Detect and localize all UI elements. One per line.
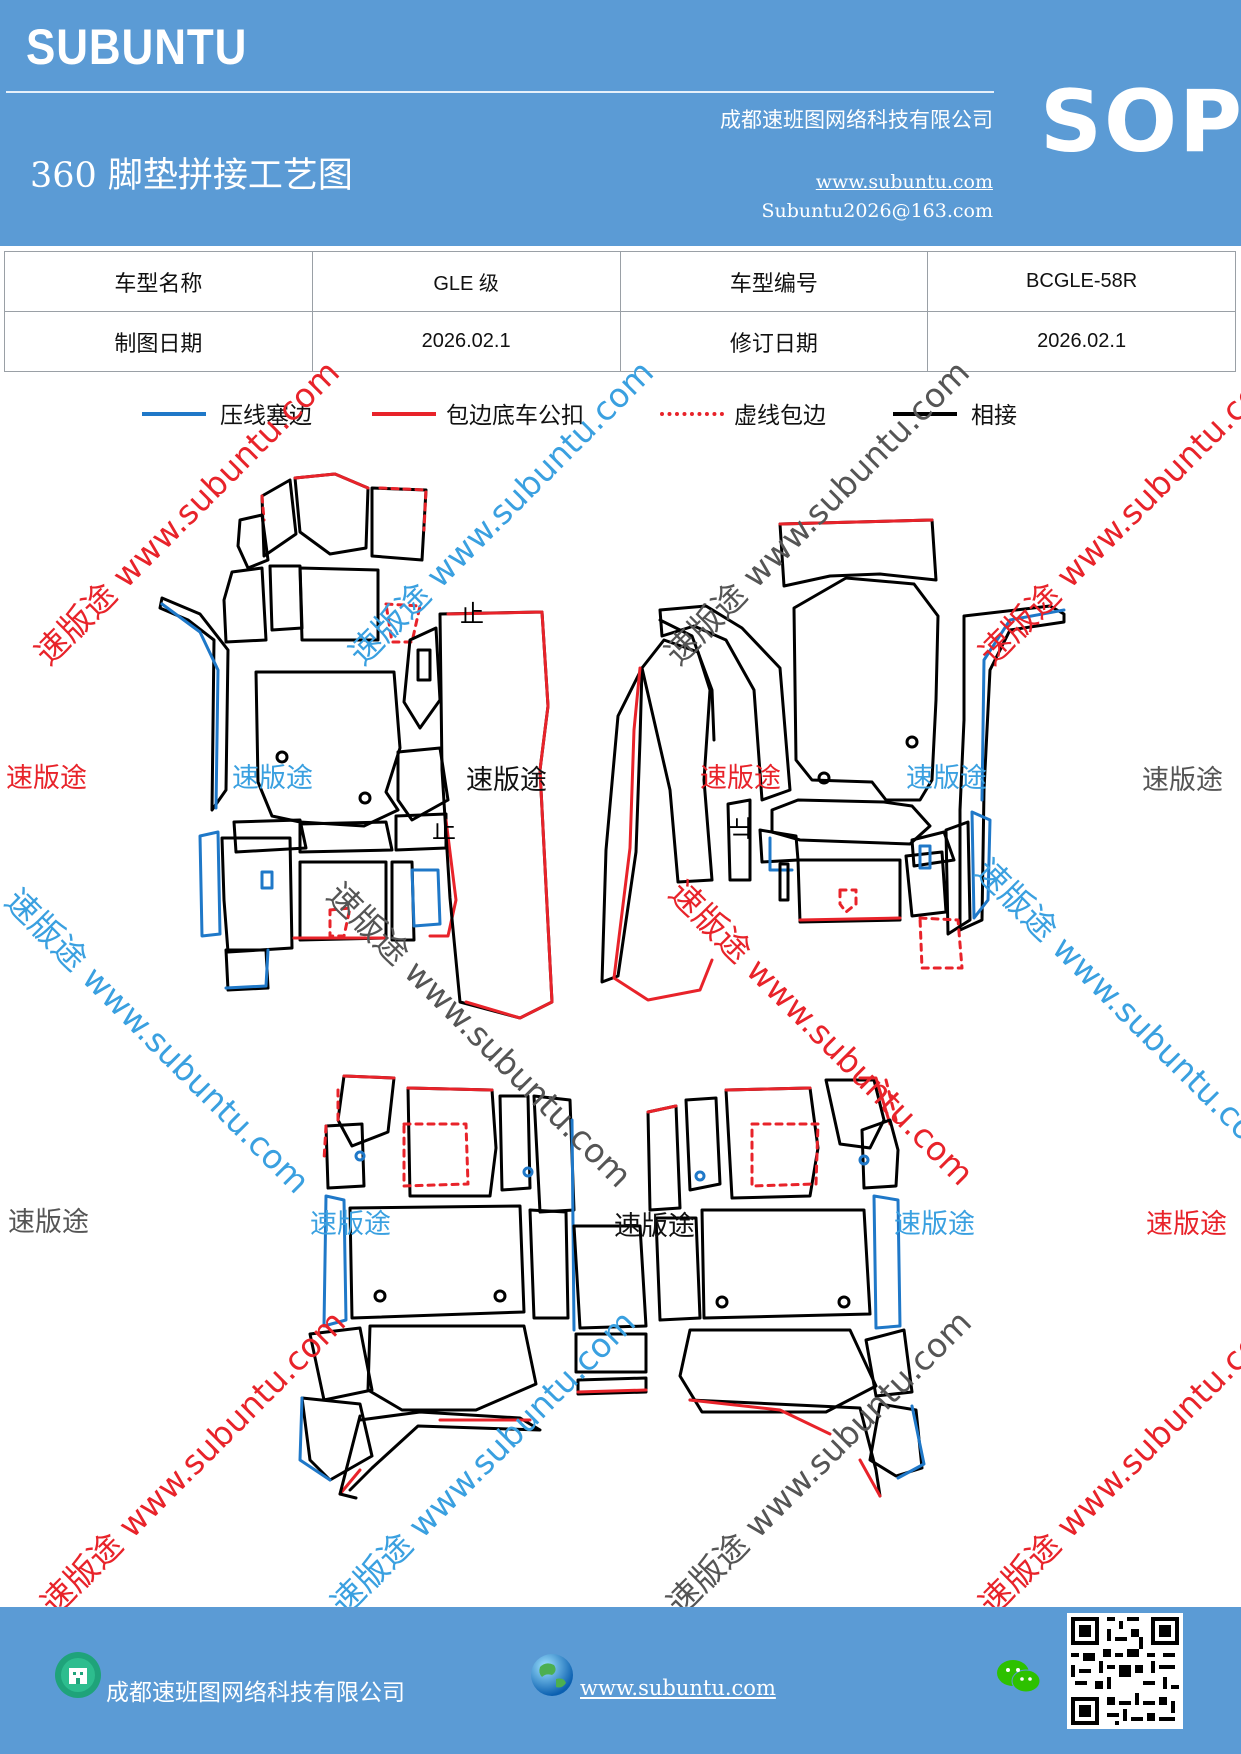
watermark-brand: 速版途 — [1146, 1209, 1227, 1240]
stop-mark: 止 — [460, 600, 484, 628]
front-right-mat-group — [600, 518, 1066, 1002]
watermark-brand: 速版途 — [232, 763, 313, 794]
watermark-brand: 速版途 — [6, 763, 87, 794]
draw-date-value: 2026.02.1 — [311, 311, 621, 372]
company-name: 成都速班图网络科技有限公司 — [720, 108, 993, 132]
revise-date-value: 2026.02.1 — [927, 311, 1236, 372]
contact-email[interactable]: Subuntu2026@163.com — [761, 200, 993, 222]
table-row: 制图日期 2026.02.1 修订日期 2026.02.1 — [4, 311, 1236, 372]
legend-item-wrap-edge: 包边底车公扣 — [372, 396, 584, 436]
watermark-brand: 速版途 — [894, 1209, 975, 1240]
watermark-brand: 速版途 — [700, 763, 781, 794]
qr-code-icon — [1067, 1613, 1183, 1729]
brand-logo-text: SUBUNTU — [26, 19, 248, 75]
watermark-brand: 速版途 — [466, 765, 547, 796]
website-link[interactable]: www.subuntu.com — [815, 171, 993, 193]
globe-icon — [531, 1654, 573, 1696]
legend: 压线塞边 包边底车公扣 虚线包边 相接 — [0, 396, 1241, 436]
sop-mark: SOP — [1040, 72, 1241, 172]
legend-item-joined: 相接 — [893, 396, 1017, 436]
revise-date-label: 修订日期 — [619, 311, 929, 372]
model-code-label: 车型编号 — [619, 251, 929, 312]
wechat-icon[interactable] — [996, 1657, 1042, 1697]
header-banner: SUBUNTU 成都速班图网络科技有限公司 360 脚垫拼接工艺图 www.su… — [0, 0, 1241, 246]
legend-item-dotted-edge: 虚线包边 — [660, 396, 826, 436]
legend-swatch-blue — [142, 412, 206, 416]
watermark-brand: 速版途 — [8, 1207, 89, 1238]
legend-swatch-black — [893, 412, 957, 416]
watermark-brand: 速版途 — [1142, 765, 1223, 796]
footer-banner: 成都速班图网络科技有限公司 www.subuntu.com — [0, 1607, 1241, 1754]
watermark-brand: 速版途 — [906, 763, 987, 794]
qr-code[interactable] — [1067, 1613, 1183, 1729]
model-code-value: BCGLE-58R — [927, 251, 1236, 312]
stop-mark: 止 — [726, 816, 754, 840]
draw-date-label: 制图日期 — [4, 311, 313, 372]
header-divider — [6, 91, 994, 93]
legend-swatch-red — [372, 412, 436, 416]
front-left-mat-group — [158, 472, 554, 1020]
model-name-label: 车型名称 — [4, 251, 313, 312]
legend-item-press-line: 压线塞边 — [142, 396, 312, 436]
building-icon — [55, 1652, 101, 1698]
watermark-brand: 速版途 — [310, 1209, 391, 1240]
model-name-value: GLE 级 — [311, 251, 621, 312]
footer-website-link[interactable]: www.subuntu.com — [580, 1676, 776, 1700]
watermark-brand: 速版途 — [614, 1211, 695, 1242]
legend-swatch-red-dotted — [660, 412, 724, 416]
info-table: 车型名称 GLE 级 车型编号 BCGLE-58R 制图日期 2026.02.1… — [4, 251, 1236, 372]
rear-left-mat-group — [298, 1074, 648, 1500]
rear-right-mat-group — [646, 1076, 926, 1498]
table-row: 车型名称 GLE 级 车型编号 BCGLE-58R — [4, 251, 1236, 312]
page-title: 360 脚垫拼接工艺图 — [30, 156, 353, 196]
stop-mark: 止 — [432, 816, 456, 844]
footer-company: 成都速班图网络科技有限公司 — [106, 1680, 405, 1706]
